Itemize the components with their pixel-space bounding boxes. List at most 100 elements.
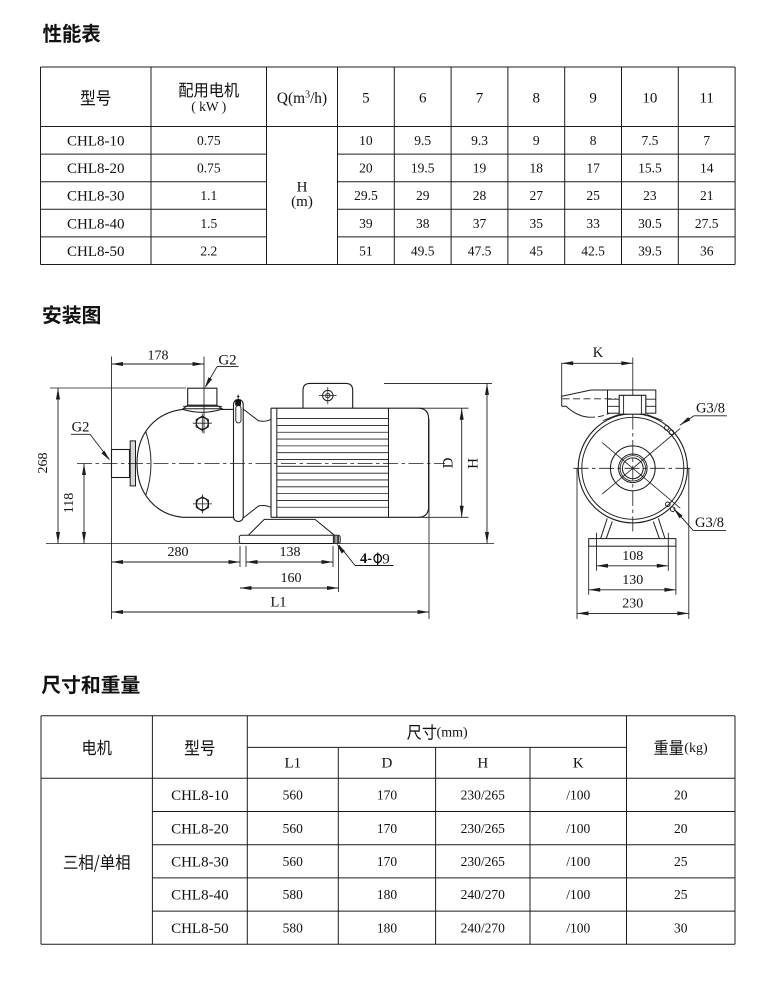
svg-text:H: H — [297, 179, 308, 195]
svg-text:10: 10 — [642, 90, 657, 106]
svg-text:/100: /100 — [566, 788, 590, 803]
svg-text:170: 170 — [377, 821, 398, 836]
svg-text:28: 28 — [473, 188, 487, 203]
svg-text:CHL8-50: CHL8-50 — [171, 921, 229, 937]
svg-text:7: 7 — [703, 133, 710, 148]
svg-text:(m): (m) — [291, 194, 313, 210]
svg-text:1.5: 1.5 — [200, 216, 217, 231]
svg-text:27: 27 — [530, 188, 544, 203]
svg-text:H: H — [477, 756, 488, 772]
svg-text:9: 9 — [382, 551, 390, 567]
svg-text:560: 560 — [283, 788, 304, 803]
svg-text:230/265: 230/265 — [461, 821, 506, 836]
svg-text:CHL8-40: CHL8-40 — [171, 888, 229, 904]
svg-text:42.5: 42.5 — [581, 243, 605, 258]
svg-text:170: 170 — [377, 854, 398, 869]
svg-text:178: 178 — [148, 349, 169, 364]
svg-text:36: 36 — [700, 243, 714, 258]
svg-text:/100: /100 — [566, 887, 590, 902]
svg-text:18: 18 — [530, 161, 544, 176]
svg-text:7: 7 — [476, 90, 484, 106]
svg-text:240/270: 240/270 — [461, 920, 506, 935]
svg-text:CHL8-30: CHL8-30 — [67, 189, 125, 205]
svg-text:CHL8-20: CHL8-20 — [171, 821, 229, 837]
svg-text:9: 9 — [589, 90, 597, 106]
svg-text:138: 138 — [280, 545, 301, 560]
svg-text:33: 33 — [586, 216, 600, 231]
svg-text:170: 170 — [377, 788, 398, 803]
svg-text:CHL8-10: CHL8-10 — [171, 788, 229, 804]
svg-text:CHL8-40: CHL8-40 — [67, 216, 125, 232]
svg-text:580: 580 — [283, 920, 304, 935]
svg-text:10: 10 — [359, 133, 373, 148]
svg-text:6: 6 — [419, 90, 427, 106]
svg-text:19.5: 19.5 — [411, 161, 435, 176]
svg-text:38: 38 — [416, 216, 430, 231]
svg-text:30.5: 30.5 — [638, 216, 662, 231]
svg-text:27.5: 27.5 — [695, 216, 719, 231]
svg-text:0.75: 0.75 — [197, 133, 221, 148]
svg-text:8: 8 — [590, 133, 597, 148]
svg-text:47.5: 47.5 — [468, 243, 492, 258]
svg-text:29: 29 — [416, 188, 430, 203]
svg-text:35: 35 — [530, 216, 544, 231]
svg-text:CHL8-10: CHL8-10 — [67, 134, 125, 150]
svg-text:20: 20 — [674, 788, 688, 803]
svg-text:7.5: 7.5 — [641, 133, 658, 148]
svg-text:39: 39 — [359, 216, 373, 231]
svg-text:560: 560 — [283, 854, 304, 869]
svg-text:9.5: 9.5 — [414, 133, 431, 148]
svg-text:108: 108 — [622, 549, 643, 564]
svg-text:230/265: 230/265 — [461, 854, 506, 869]
svg-text:29.5: 29.5 — [354, 188, 378, 203]
svg-text:0.75: 0.75 — [197, 161, 221, 176]
svg-text:8: 8 — [533, 90, 541, 106]
svg-text:H: H — [466, 458, 482, 469]
svg-text:CHL8-30: CHL8-30 — [171, 855, 229, 871]
svg-text:G2: G2 — [72, 420, 90, 436]
svg-text:9: 9 — [533, 133, 540, 148]
svg-text:/100: /100 — [566, 821, 590, 836]
svg-text:23: 23 — [643, 188, 657, 203]
svg-text:230: 230 — [622, 597, 643, 612]
svg-text:30: 30 — [674, 920, 688, 935]
svg-text:G2: G2 — [218, 353, 236, 369]
svg-text:/100: /100 — [566, 920, 590, 935]
svg-text:39.5: 39.5 — [638, 243, 662, 258]
svg-text:25: 25 — [674, 887, 688, 902]
svg-text:21: 21 — [700, 188, 714, 203]
svg-text:25: 25 — [586, 188, 600, 203]
svg-text:D: D — [382, 756, 393, 772]
svg-text:Q(m3/h): Q(m3/h) — [277, 90, 327, 107]
svg-text:37: 37 — [473, 216, 487, 231]
svg-text:L1: L1 — [270, 595, 286, 611]
svg-text:268: 268 — [36, 453, 51, 474]
svg-text:G3/8: G3/8 — [695, 515, 724, 531]
svg-text:L1: L1 — [284, 756, 301, 772]
svg-text:180: 180 — [377, 887, 398, 902]
svg-text:9.3: 9.3 — [471, 133, 488, 148]
svg-text:5: 5 — [362, 90, 370, 106]
svg-text:20: 20 — [674, 821, 688, 836]
svg-text:/100: /100 — [566, 854, 590, 869]
svg-text:230/265: 230/265 — [461, 788, 506, 803]
svg-text:(kg): (kg) — [684, 741, 708, 756]
svg-text:(mm): (mm) — [437, 725, 468, 740]
svg-text:130: 130 — [622, 573, 643, 588]
svg-text:D: D — [441, 457, 457, 468]
svg-text:280: 280 — [168, 545, 189, 560]
svg-text:240/270: 240/270 — [461, 887, 506, 902]
svg-text:CHL8-20: CHL8-20 — [67, 161, 125, 177]
svg-text:49.5: 49.5 — [411, 243, 435, 258]
svg-text:K: K — [593, 345, 604, 361]
svg-text:K: K — [573, 756, 584, 772]
svg-text:( kW ): ( kW ) — [191, 99, 226, 114]
svg-text:118: 118 — [62, 493, 77, 513]
svg-text:4-: 4- — [360, 551, 372, 567]
svg-text:G3/8: G3/8 — [696, 401, 725, 417]
svg-text:25: 25 — [674, 854, 688, 869]
svg-text:17: 17 — [586, 161, 600, 176]
svg-text:11: 11 — [699, 90, 713, 106]
svg-text:160: 160 — [281, 571, 302, 586]
svg-text:45: 45 — [530, 243, 544, 258]
